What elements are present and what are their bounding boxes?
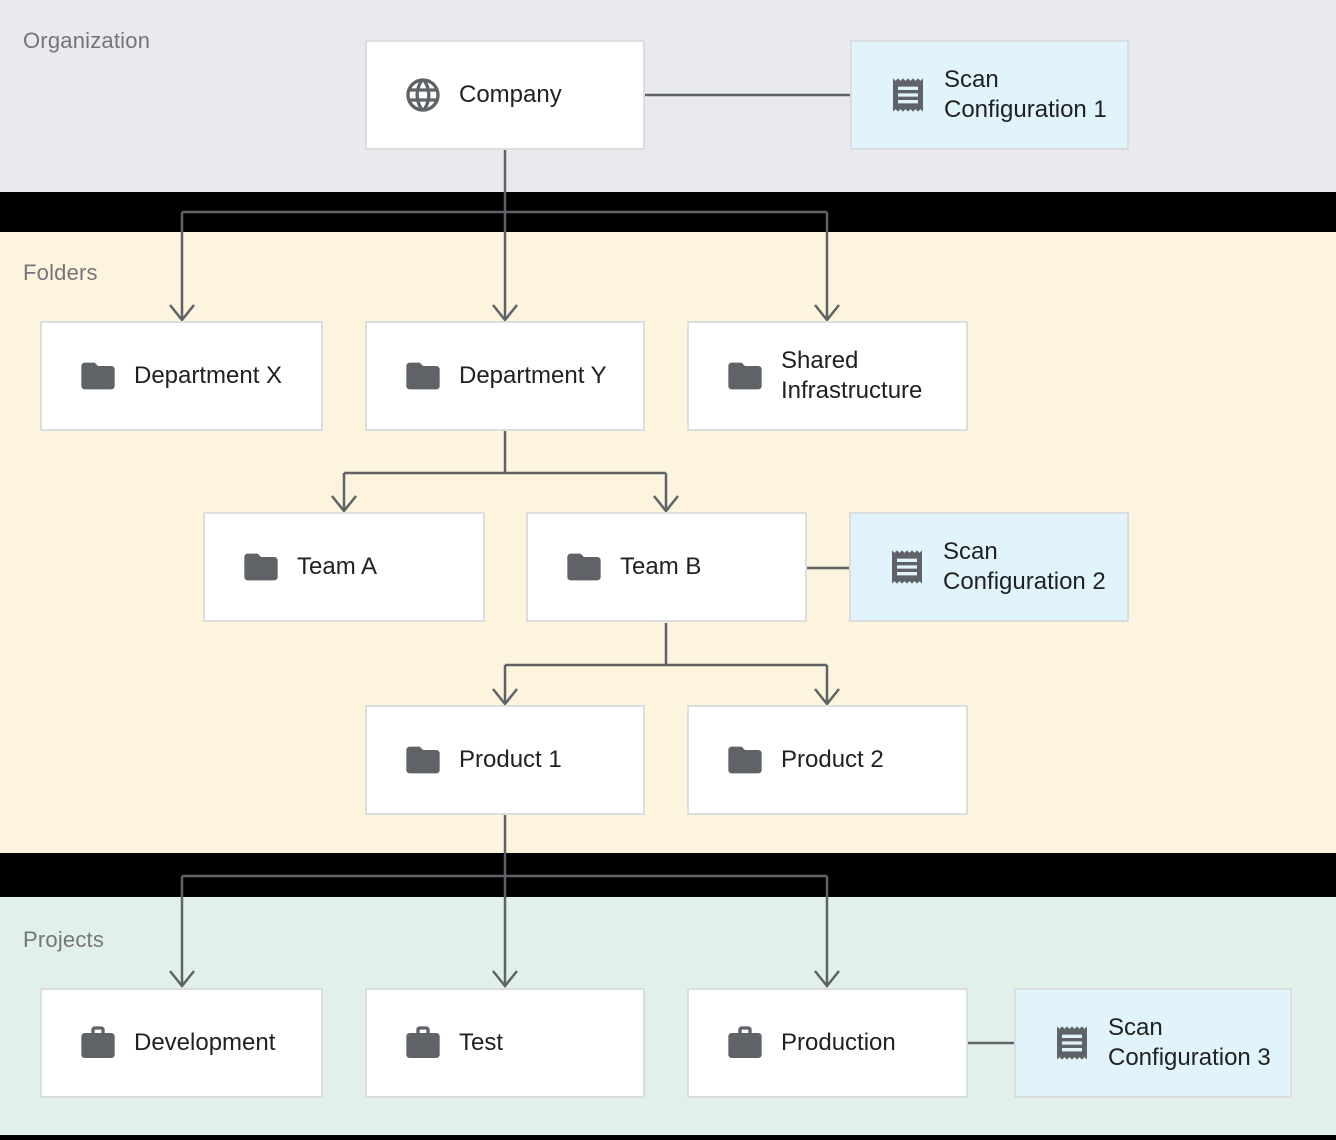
node-shared-infrastructure: Shared Infrastructure: [687, 321, 968, 431]
edge-to-department-x: [169, 212, 195, 323]
node-label: Scan Configuration 1: [944, 66, 1107, 123]
briefcase-icon: [78, 1023, 118, 1063]
node-scan-config-1: Scan Configuration 1: [850, 40, 1129, 150]
folder-icon: [725, 740, 765, 780]
folder-icon: [403, 356, 443, 396]
edge-to-product-2: [814, 665, 840, 707]
node-label: Department Y: [459, 362, 607, 389]
node-scan-config-2: Scan Configuration 2: [849, 512, 1129, 622]
node-team-a: Team A: [203, 512, 485, 622]
receipt-icon: [888, 75, 928, 115]
edge-team-b-trunk: [505, 623, 827, 667]
node-label: Test: [459, 1029, 504, 1056]
edge-to-production: [814, 876, 840, 989]
edge-to-shared-infrastructure: [814, 212, 840, 323]
folder-icon: [78, 356, 118, 396]
receipt-icon: [887, 547, 927, 587]
node-company: Company: [365, 40, 645, 150]
folder-icon: [403, 740, 443, 780]
node-label: Company: [459, 81, 562, 108]
node-development: Development: [40, 988, 323, 1098]
edge-to-department-y: [492, 212, 518, 323]
organization-band-label: Organization: [23, 28, 151, 53]
node-test: Test: [365, 988, 645, 1098]
node-label: Scan Configuration 3: [1108, 1014, 1271, 1071]
node-product-1: Product 1: [365, 705, 645, 815]
folder-icon: [564, 547, 604, 587]
node-label: Product 1: [459, 746, 562, 773]
node-label: Product 2: [781, 746, 884, 773]
globe-icon: [403, 75, 443, 115]
node-department-y: Department Y: [365, 321, 645, 431]
briefcase-icon: [725, 1023, 765, 1063]
edge-department-y-trunk: [344, 431, 666, 475]
node-label: Production: [781, 1029, 896, 1056]
node-scan-config-3: Scan Configuration 3: [1014, 988, 1292, 1098]
node-label: Team A: [297, 553, 378, 580]
node-label: Development: [134, 1029, 276, 1056]
edge-to-team-b: [653, 473, 679, 514]
node-label: Department X: [134, 362, 283, 389]
edge-to-product-1: [492, 665, 518, 707]
folders-band-label: Folders: [23, 260, 98, 285]
node-team-b: Team B: [526, 512, 807, 622]
receipt-icon: [1052, 1023, 1092, 1063]
projects-band-label: Projects: [23, 927, 105, 952]
node-label: Scan Configuration 2: [943, 538, 1106, 595]
briefcase-icon: [403, 1023, 443, 1063]
node-label: Team B: [620, 553, 702, 580]
edge-to-test: [492, 876, 518, 989]
node-department-x: Department X: [40, 321, 323, 431]
node-label: Shared Infrastructure: [781, 347, 923, 404]
node-product-2: Product 2: [687, 705, 968, 815]
node-production: Production: [687, 988, 968, 1098]
edge-product-1-trunk: [182, 815, 827, 878]
folder-icon: [725, 356, 765, 396]
edge-to-team-a: [331, 473, 357, 514]
folder-icon: [241, 547, 281, 587]
edge-to-development: [169, 876, 195, 989]
edge-company-trunk: [182, 150, 827, 214]
